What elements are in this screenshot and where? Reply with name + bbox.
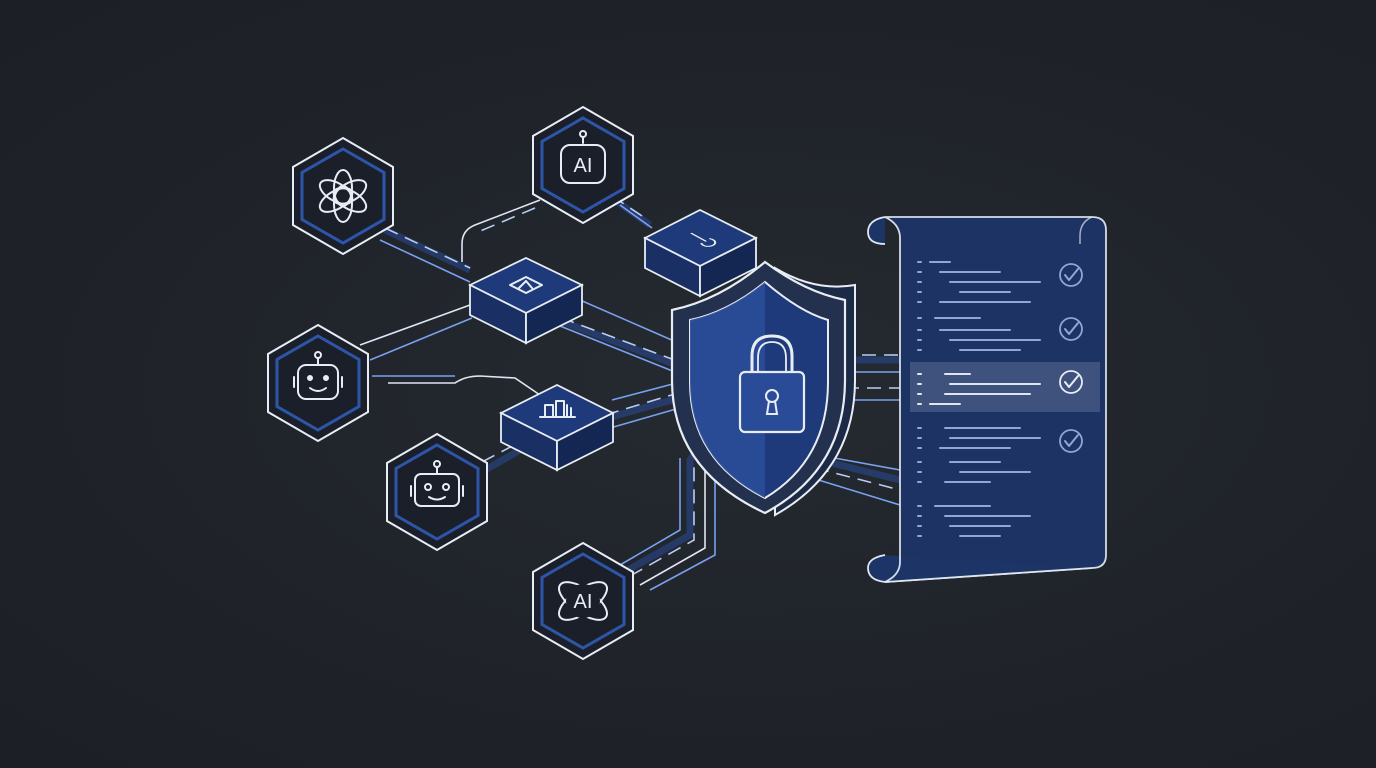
log-lines <box>917 261 1041 537</box>
openai-logo-icon <box>318 169 368 223</box>
ai-chip-icon: AI <box>560 130 606 184</box>
image-module <box>467 257 585 345</box>
ai-chip-node: AI <box>532 105 634 225</box>
robot-node-1 <box>267 323 369 443</box>
robot-face-icon <box>293 351 343 400</box>
ai-chip-label: AI <box>574 155 593 177</box>
ai-atom-label: AI <box>574 591 593 613</box>
wrench-module <box>643 208 759 298</box>
checkmark-icon <box>1059 317 1083 341</box>
checkmark-icon <box>1059 429 1083 453</box>
building-module <box>498 383 616 472</box>
ai-atom-icon: AI <box>558 581 608 621</box>
robot-face-icon <box>410 460 464 507</box>
security-shield <box>670 260 856 517</box>
wrench-icon <box>690 232 717 247</box>
openai-node <box>292 136 394 256</box>
ai-atom-node: AI <box>532 541 634 661</box>
checkmark-icon <box>1059 263 1083 287</box>
checkmark-icon <box>1059 370 1083 394</box>
image-icon <box>509 276 543 294</box>
robot-node-2 <box>386 432 488 552</box>
padlock-icon <box>738 334 806 434</box>
building-icon <box>539 400 576 418</box>
audit-log-scroll <box>867 216 1107 583</box>
